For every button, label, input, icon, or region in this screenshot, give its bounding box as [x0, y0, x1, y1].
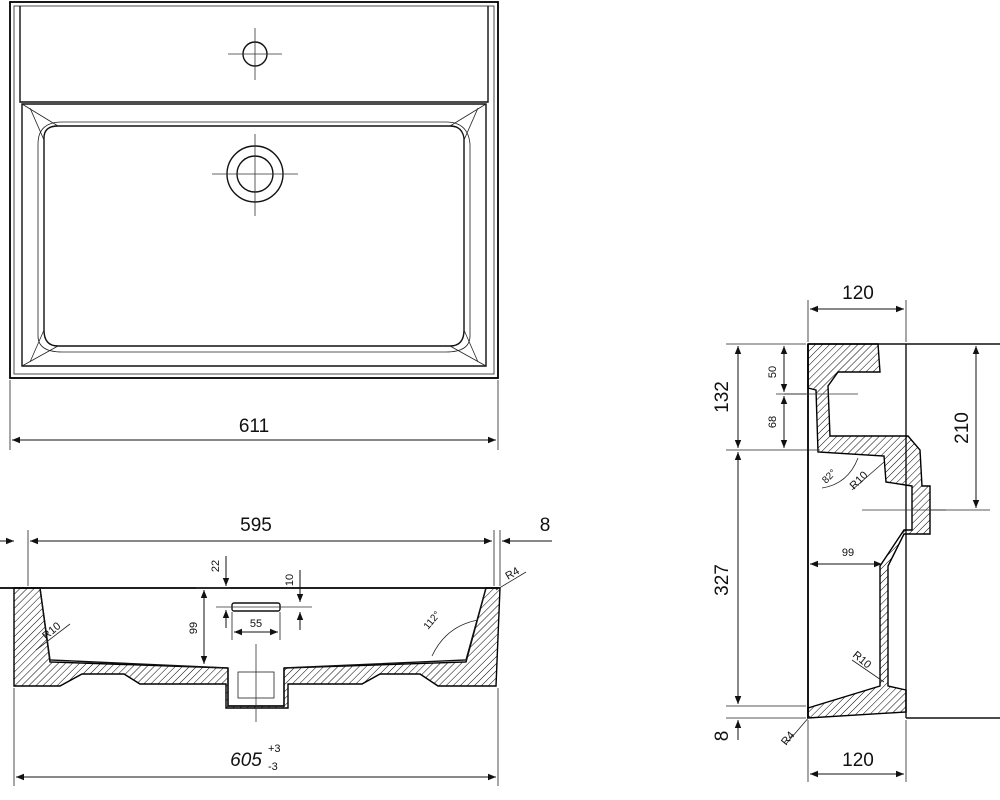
- side-bowl-depth-label: 99: [842, 547, 854, 559]
- side-lower-height-label: 327: [712, 564, 733, 596]
- side-base-label: 8: [712, 731, 733, 742]
- side-radius-label-lower: R10: [850, 649, 873, 671]
- front-overflow-height-label: 10: [284, 574, 296, 586]
- side-bottom-width-label: 120: [842, 750, 874, 771]
- side-section: 120 120 132 327 8 50 68 210 99 82°: [712, 283, 1000, 782]
- side-upper-height-label: 132: [712, 381, 733, 413]
- drain-icon: [212, 134, 298, 216]
- side-radius-label-upper: R10: [848, 469, 871, 492]
- front-tolerance-plus: +3: [268, 743, 281, 755]
- tap-hole-icon: [228, 28, 282, 80]
- front-angle-label: 112°: [422, 610, 443, 632]
- front-depth-label: 99: [188, 622, 200, 634]
- top-width-label: 611: [239, 416, 269, 437]
- front-section-wall: [13, 587, 501, 709]
- side-base-radius-label: R4: [779, 729, 797, 747]
- front-inner-width-label: 595: [240, 515, 272, 536]
- side-overflow-offset-label: 50: [767, 366, 779, 378]
- tap-deck: [19, 6, 489, 103]
- side-section-wall: [807, 343, 931, 719]
- front-section: 595 8 R4 R10 112° 99 22 10 55: [0, 515, 552, 786]
- front-overflow-width-label: 55: [250, 618, 262, 630]
- bowl-floor: [43, 125, 465, 347]
- basin-outline: [9, 1, 499, 379]
- bowl-rim: [21, 103, 487, 367]
- front-rim-radius-label: R4: [504, 565, 522, 582]
- front-rim-label: 8: [540, 515, 551, 536]
- front-outer-width-label: 605: [230, 750, 262, 771]
- side-drain-height-label: 210: [952, 412, 973, 444]
- front-tolerance-minus: -3: [268, 761, 278, 773]
- front-overflow-offset-label: 22: [210, 560, 222, 572]
- top-view: 611: [9, 1, 499, 450]
- side-top-width-label: 120: [842, 283, 874, 304]
- side-overflow-height-label: 68: [767, 416, 779, 428]
